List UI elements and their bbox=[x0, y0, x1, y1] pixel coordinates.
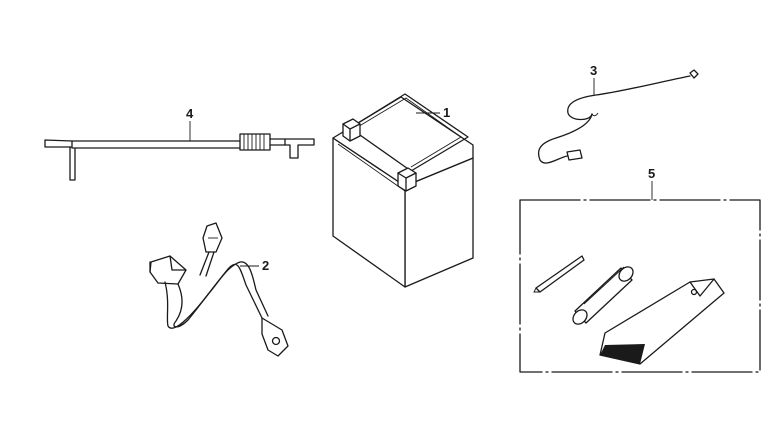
callout-label-4: 4 bbox=[186, 106, 194, 121]
callout-label-5: 5 bbox=[648, 166, 655, 181]
part-2-battery-cable[interactable] bbox=[149, 222, 289, 357]
part-5-tool-kit[interactable] bbox=[519, 199, 761, 373]
callout-label-2: 2 bbox=[262, 258, 269, 273]
callout-label-3: 3 bbox=[590, 63, 597, 78]
callout-2: 2 bbox=[240, 258, 269, 273]
callout-label-1: 1 bbox=[443, 105, 450, 120]
callout-1: 1 bbox=[416, 105, 450, 120]
callout-4: 4 bbox=[186, 106, 194, 141]
part-4-strap[interactable] bbox=[44, 133, 315, 181]
part-1-battery[interactable] bbox=[332, 93, 474, 288]
part-3-wire[interactable] bbox=[537, 69, 699, 164]
callout-3: 3 bbox=[590, 63, 597, 95]
callout-5: 5 bbox=[648, 166, 655, 200]
